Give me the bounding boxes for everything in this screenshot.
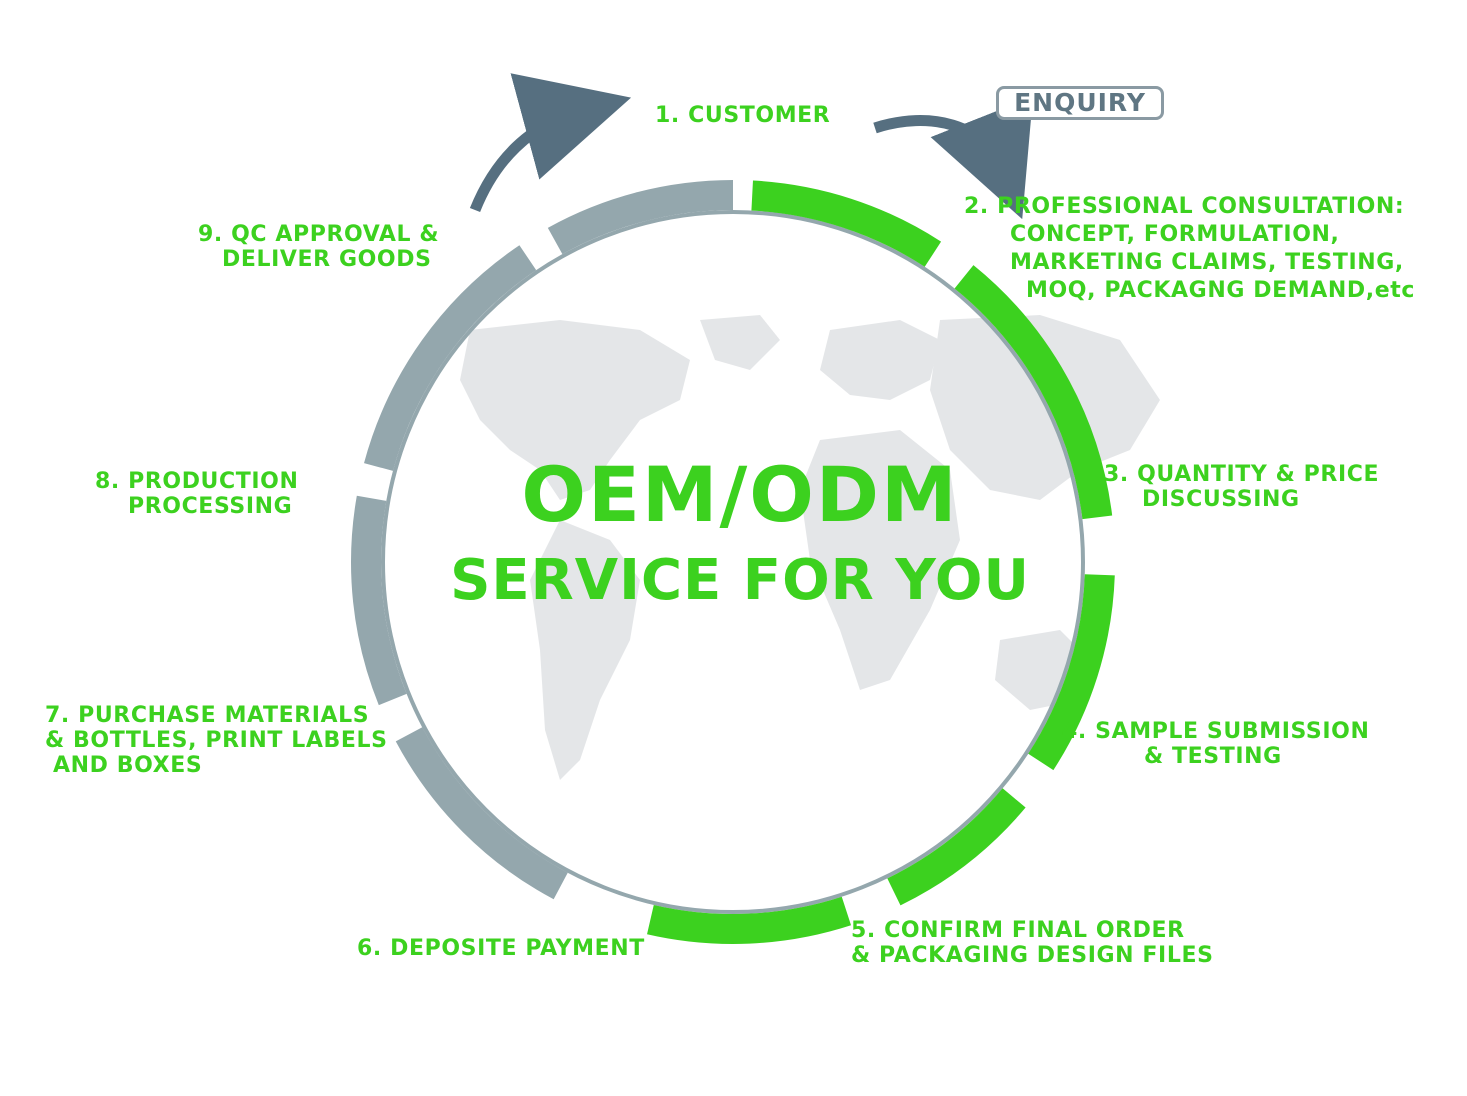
step-3-line-1: 3. QUANTITY & PRICE: [1104, 462, 1380, 487]
step-2-label: 2. PROFESSIONAL CONSULTATION: CONCEPT, F…: [964, 193, 1415, 305]
europe-shape: [820, 320, 940, 400]
step-7-line-2: & BOTTLES, PRINT LABELS: [45, 728, 388, 753]
south-america-shape: [530, 520, 640, 780]
center-subtitle: SERVICE FOR YOU: [450, 548, 1030, 613]
greenland-shape: [700, 315, 780, 370]
step-2-line-2: CONCEPT, FORMULATION,: [1010, 222, 1340, 247]
ring-segment-8: [364, 245, 537, 471]
process-ring: [351, 180, 1115, 944]
step-5-label: 5. CONFIRM FINAL ORDER & PACKAGING DESIG…: [851, 918, 1214, 968]
enquiry-badge: ENQUIRY: [996, 86, 1164, 120]
africa-shape: [800, 430, 960, 690]
ring-segment-4: [887, 788, 1026, 906]
inner-circle: [381, 210, 1085, 914]
center-title: OEM/ODM: [521, 450, 959, 539]
ring-segment-5: [647, 896, 852, 944]
step-1-line-1: 1. CUSTOMER: [655, 103, 831, 128]
ring-segment-1: [751, 180, 942, 267]
world-map-background: [460, 315, 1160, 780]
step-4-line-1: 4. SAMPLE SUBMISSION: [1062, 719, 1370, 744]
ring-segment-6: [395, 727, 568, 900]
step-2-line-1: 2. PROFESSIONAL CONSULTATION:: [964, 194, 1405, 219]
step-3-line-2: DISCUSSING: [1142, 487, 1300, 512]
step-4-label: 4. SAMPLE SUBMISSION & TESTING: [1062, 719, 1369, 769]
step-2-line-4: MOQ, PACKAGNG DEMAND,etc: [1026, 278, 1415, 303]
step-8-label: 8. PRODUCTION PROCESSING: [95, 469, 298, 519]
step-6-line-1: 6. DEPOSITE PAYMENT: [357, 936, 645, 961]
step-5-line-2: & PACKAGING DESIGN FILES: [851, 943, 1214, 968]
step-8-line-1: 8. PRODUCTION: [95, 469, 299, 494]
ring-segment-9: [547, 180, 734, 255]
step-5-line-1: 5. CONFIRM FINAL ORDER: [851, 918, 1185, 943]
ring-segment-3: [1028, 574, 1115, 771]
step-3-label: 3. QUANTITY & PRICE DISCUSSING: [1104, 462, 1379, 512]
step-4-line-2: & TESTING: [1144, 744, 1282, 769]
step-9-label: 9. QC APPROVAL & DELIVER GOODS: [198, 222, 439, 272]
return-arrow: [469, 73, 632, 213]
step-7-line-1: 7. PURCHASE MATERIALS: [45, 703, 370, 728]
step-9-line-1: 9. QC APPROVAL &: [198, 222, 440, 247]
step-6-label: 6. DEPOSITE PAYMENT: [357, 936, 645, 961]
enquiry-arrow: [873, 96, 1033, 220]
step-2-line-3: MARKETING CLAIMS, TESTING,: [1010, 250, 1404, 275]
ring-segment-7: [351, 495, 407, 706]
step-7-label: 7. PURCHASE MATERIALS & BOTTLES, PRINT L…: [45, 703, 388, 778]
step-9-line-2: DELIVER GOODS: [222, 247, 432, 272]
step-1-label: 1. CUSTOMER: [655, 103, 830, 128]
ring-segment-2: [954, 265, 1113, 520]
step-8-line-2: PROCESSING: [128, 494, 293, 519]
step-7-line-3: AND BOXES: [53, 753, 203, 778]
north-america-shape: [460, 320, 690, 500]
